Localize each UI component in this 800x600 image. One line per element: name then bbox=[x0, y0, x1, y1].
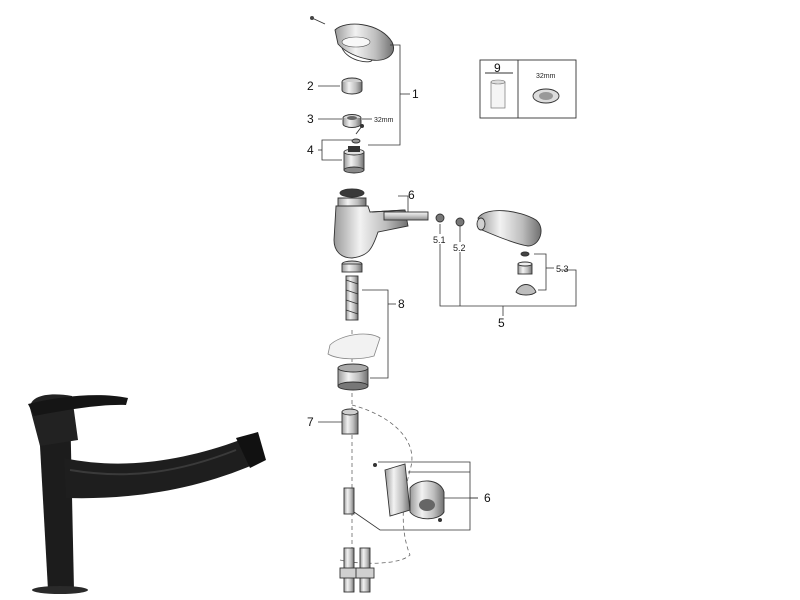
callout-3: 3 bbox=[307, 112, 314, 126]
screw-head bbox=[310, 16, 314, 20]
supply-hoses bbox=[339, 547, 375, 593]
part-6-hose-guide bbox=[373, 463, 445, 522]
part-5-spray-head bbox=[476, 210, 542, 247]
nut-size-label: 32mm bbox=[374, 117, 394, 124]
faucet-product-photo bbox=[28, 394, 266, 594]
callout-5-2: 5.2 bbox=[453, 243, 466, 253]
part-8-hose-assembly bbox=[327, 275, 381, 391]
inset-box-part-9 bbox=[479, 59, 577, 119]
callout-4: 4 bbox=[307, 143, 314, 157]
callout-1: 1 bbox=[412, 87, 419, 101]
callout-6-top: 6 bbox=[408, 188, 415, 202]
callout-labels: 1 2 3 4 5 5.1 5.2 5.3 6 6 7 8 9 32mm 32m… bbox=[307, 61, 569, 505]
part-2-cap-ring bbox=[341, 77, 363, 95]
callout-6-bottom: 6 bbox=[484, 491, 491, 505]
grub-screw bbox=[311, 17, 326, 25]
part-7-check-valve bbox=[341, 408, 359, 435]
part-1-lever-handle bbox=[310, 16, 394, 63]
callout-2: 2 bbox=[307, 79, 314, 93]
leader-lines bbox=[318, 44, 577, 531]
callout-9: 9 bbox=[494, 61, 501, 75]
callout-5: 5 bbox=[498, 316, 505, 330]
faucet-body bbox=[333, 188, 409, 273]
mounting-stud bbox=[343, 487, 355, 515]
part-5-3-aerator bbox=[515, 251, 537, 296]
part-3-nut bbox=[342, 114, 362, 128]
callout-8: 8 bbox=[398, 297, 405, 311]
callout-5-3: 5.3 bbox=[556, 264, 569, 274]
callout-5-1: 5.1 bbox=[433, 235, 446, 245]
part-4-cartridge bbox=[343, 124, 365, 174]
callout-7: 7 bbox=[307, 415, 314, 429]
inset-size-label: 32mm bbox=[536, 73, 556, 80]
